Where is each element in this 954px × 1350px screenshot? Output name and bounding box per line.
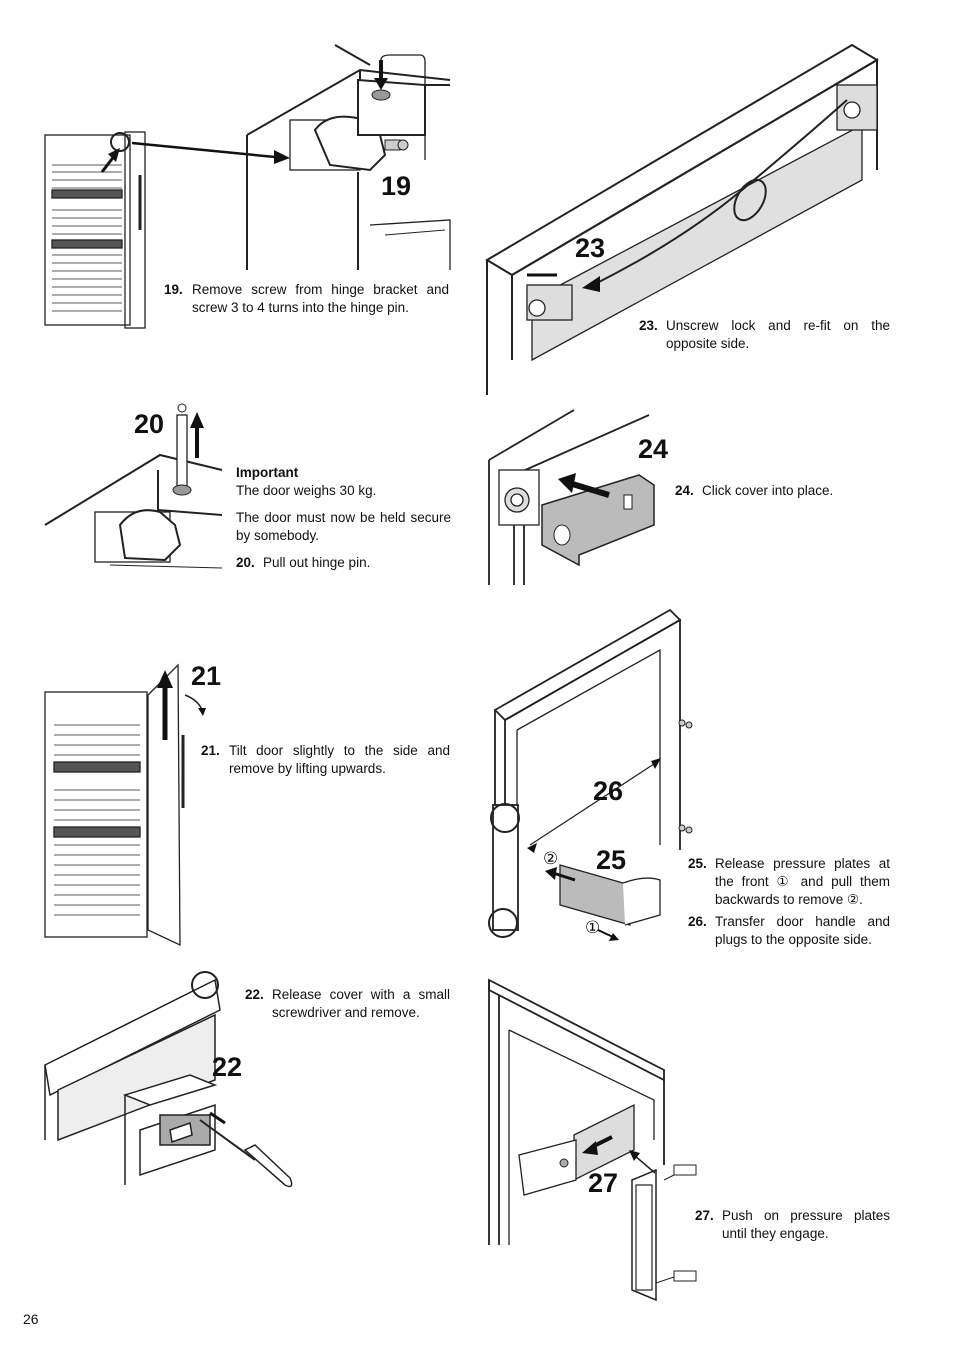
figure-24-illustration: [488, 409, 655, 585]
step-26-number: 26.: [688, 914, 707, 929]
step-22-text: Release cover with a small screwdriver a…: [272, 987, 450, 1020]
note-weight: The door weighs 30 kg.: [236, 483, 377, 498]
step-24-number: 24.: [675, 483, 694, 498]
step-20-number: 20.: [236, 555, 255, 570]
important-note: Important The door weighs 30 kg. The doo…: [236, 464, 451, 554]
step-20: 20. Pull out hinge pin.: [236, 554, 451, 572]
step-26: 26. Transfer door handle and plugs to th…: [688, 913, 890, 949]
note-heading: Important: [236, 465, 299, 480]
callout-2: ②: [543, 849, 559, 868]
figure-24-number: 24: [638, 434, 669, 464]
step-24: 24. Click cover into place.: [675, 482, 890, 500]
step-23-number: 23.: [639, 318, 658, 333]
step-27-number: 27.: [695, 1208, 714, 1223]
figure-23-illustration: [485, 43, 879, 395]
figure-26-number: 26: [593, 776, 624, 806]
wine-cabinet-icon: [44, 663, 185, 947]
figure-19-number: 19: [381, 171, 412, 201]
wine-cabinet-icon: [44, 131, 146, 329]
step-27: 27. Push on pressure plates until they e…: [695, 1207, 890, 1243]
step-21-text: Tilt door slightly to the side and remov…: [229, 743, 450, 776]
figure-23-number: 23: [575, 233, 606, 263]
step-23: 23. Unscrew lock and re-fit on the oppos…: [639, 317, 890, 353]
figure-20-number: 20: [134, 409, 165, 439]
figure-25-number: 25: [596, 845, 627, 875]
step-19-text: Remove screw from hinge bracket and scre…: [192, 282, 449, 315]
figure-19-illustration: [44, 44, 451, 329]
step-19: 19. Remove screw from hinge bracket and …: [164, 281, 449, 317]
figure-27-illustration: [488, 978, 697, 1302]
page-number: 26: [23, 1311, 39, 1327]
figure-22-illustration: [44, 971, 293, 1188]
step-26-text: Transfer door handle and plugs to the op…: [715, 914, 890, 947]
step-25-text: Release pressure plates at the front ① a…: [715, 856, 890, 907]
figure-27-number: 27: [588, 1168, 619, 1198]
step-27-text: Push on pressure plates until they engag…: [722, 1208, 890, 1241]
step-22-number: 22.: [245, 987, 264, 1002]
note-hold: The door must now be held secure by some…: [236, 510, 451, 543]
step-25-number: 25.: [688, 856, 707, 871]
figure-25-26-illustration: [488, 608, 693, 941]
step-24-text: Click cover into place.: [702, 483, 834, 498]
step-21: 21. Tilt door slightly to the side and r…: [201, 742, 450, 778]
step-23-text: Unscrew lock and re-fit on the opposite …: [666, 318, 890, 351]
step-21-number: 21.: [201, 743, 220, 758]
figure-21-number: 21: [191, 661, 222, 691]
step-25: 25. Release pressure plates at the front…: [688, 855, 890, 909]
figure-21-illustration: [44, 663, 206, 947]
step-19-number: 19.: [164, 282, 183, 297]
figure-22-number: 22: [212, 1052, 243, 1082]
step-20-text: Pull out hinge pin.: [263, 555, 371, 570]
figure-20-illustration: [44, 403, 223, 569]
step-22: 22. Release cover with a small screwdriv…: [245, 986, 450, 1022]
callout-1: ①: [585, 918, 601, 937]
